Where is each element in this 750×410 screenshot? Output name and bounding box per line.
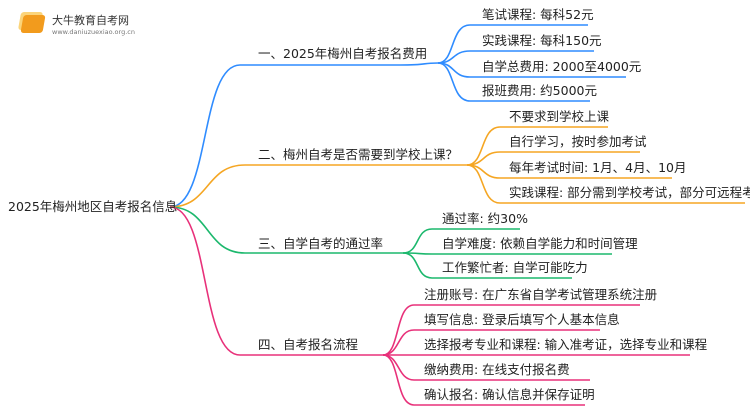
leaf-1-1: 笔试课程: 每科52元: [482, 7, 594, 22]
leaf-1-4: 报班费用: 约5000元: [482, 83, 597, 98]
leaf-2-3: 每年考试时间: 1月、4月、10月: [509, 160, 687, 175]
leaf-4-1: 注册账号: 在广东省自学考试管理系统注册: [424, 287, 658, 302]
branch-4-label: 四、自考报名流程: [258, 337, 359, 352]
branch-3-label: 三、自学自考的通过率: [258, 236, 384, 251]
branch-2-lines: [169, 126, 745, 208]
logo-url: www.daniuzuexiao.org.cn: [52, 28, 135, 36]
leaf-2-4: 实践课程: 部分需到学校考试，部分可远程考试: [509, 185, 750, 200]
leaf-4-4: 缴纳费用: 在线支付报名费: [424, 362, 570, 377]
leaf-3-1: 通过率: 约30%: [442, 211, 528, 226]
leaf-4-3: 选择报考专业和课程: 输入准考证，选择专业和课程: [424, 337, 708, 352]
branch-1-label: 一、2025年梅州自考报名费用: [258, 46, 428, 61]
leaf-3-2: 自学难度: 依赖自学能力和时间管理: [442, 236, 638, 251]
leaf-4-5: 确认报名: 确认信息并保存证明: [424, 387, 595, 402]
leaf-1-3: 自学总费用: 2000至4000元: [482, 59, 642, 74]
leaf-1-2: 实践课程: 每科150元: [482, 33, 602, 48]
logo: 大牛教育自考网 www.daniuzuexiao.org.cn: [20, 12, 135, 36]
leaf-4-2: 填写信息: 登录后填写个人基本信息: [424, 312, 620, 327]
branch-3-lines: [169, 206, 612, 279]
branch-4-lines: [169, 206, 690, 406]
logo-name: 大牛教育自考网: [52, 14, 129, 27]
root-topic: 2025年梅州地区自考报名信息: [8, 199, 178, 214]
leaf-2-1: 不要求到学校上课: [509, 109, 610, 124]
leaf-2-2: 自行学习，按时参加考试: [509, 134, 647, 149]
leaf-3-3: 工作繁忙者: 自学可能吃力: [442, 260, 588, 275]
branch-2-label: 二、梅州自考是否需要到学校上课？: [258, 147, 459, 162]
branch-1-lines: [169, 24, 626, 208]
